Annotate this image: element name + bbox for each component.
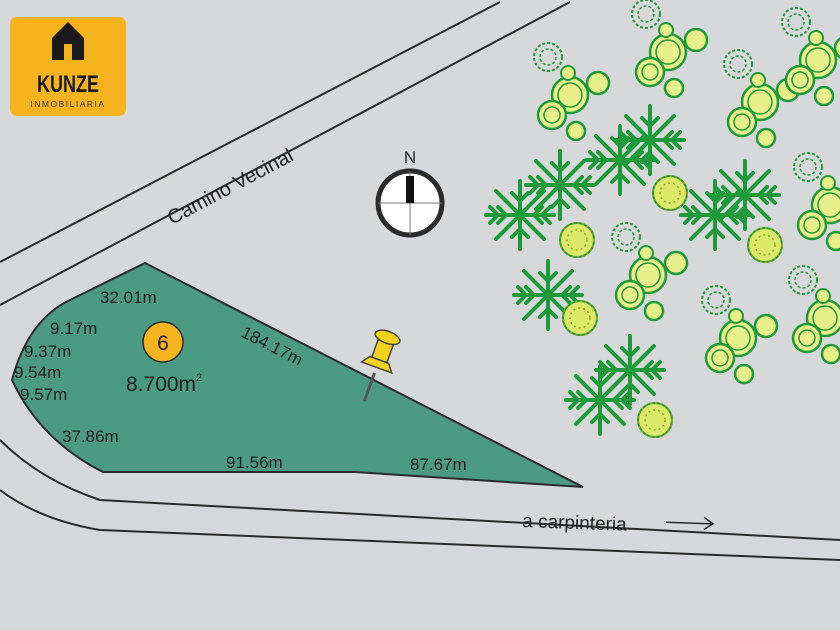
lot-measure-left-3: 9.54m: [14, 363, 61, 382]
lot-measure-left-2: 9.37m: [24, 342, 71, 361]
compass-north-label: N: [404, 148, 416, 167]
lot-measure-bottom-left: 91.56m: [226, 453, 283, 472]
lot-area-value: 8.700m: [126, 373, 196, 396]
lot-number: 6: [157, 332, 169, 355]
north-compass: N: [375, 148, 445, 238]
lot-measure-bottom-right: 87.67m: [410, 455, 467, 474]
lot-measure-lower-left: 37.86m: [62, 427, 119, 446]
arrow-right-icon: [665, 516, 715, 531]
lot-measure-left-1: 9.17m: [50, 319, 97, 338]
kunze-logo[interactable]: KUNZE INMOBILIARIA: [10, 17, 126, 116]
logo-brand: KUNZE: [37, 71, 99, 98]
carpinteria-road: [0, 439, 840, 561]
lot-measure-left-4: 9.57m: [20, 385, 67, 404]
road-label-carpinteria: a carpinteria: [522, 511, 715, 536]
lot-6-parcel[interactable]: [10, 261, 584, 488]
camino-vecinal-road: [0, 1, 571, 306]
road-label-carpinteria-text: a carpinteria: [522, 511, 628, 536]
lot-measure-top: 32.01m: [100, 288, 157, 307]
logo-subtitle: INMOBILIARIA: [30, 99, 105, 109]
pushpin-icon[interactable]: [349, 326, 404, 406]
lot-number-badge[interactable]: 6: [142, 321, 184, 363]
house-icon: [52, 22, 84, 60]
lot-area-unit: 2: [196, 372, 202, 384]
lot-area: 8.700m2: [126, 372, 202, 396]
